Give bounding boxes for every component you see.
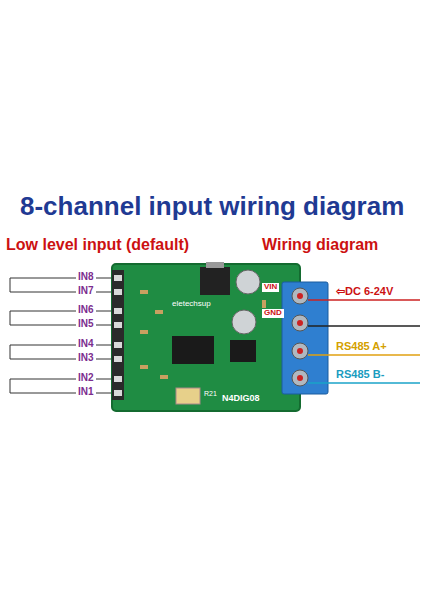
signal-name: RS485 A+ [334,340,389,352]
signal-name: RS485 B- [334,368,386,380]
terminal-screws [292,288,308,386]
capacitor [232,310,256,334]
signal-name: IN5 [76,318,96,329]
power-label: ⇦DC 6-24V [334,285,395,297]
subtitle: Wiring diagram [262,236,378,254]
signal-name: IN7 [76,285,96,296]
ic-chip [172,336,214,364]
silkscreen-text: N4DIG08 [222,394,260,404]
signal-name: IN4 [76,338,96,349]
smd-parts [140,290,266,379]
signal-name: IN3 [76,352,96,363]
silkscreen-text: R21 [204,390,217,398]
signal-name: IN6 [76,304,96,315]
terminal-wires [308,300,420,383]
title: 8-channel input wiring diagram [20,192,404,221]
ic-chip [230,340,256,362]
led-block [176,388,200,404]
capacitor [236,270,260,294]
terminal-block [282,282,328,394]
signal-name: IN8 [76,271,96,282]
pin-header [112,270,124,400]
signal-name: IN2 [76,372,96,383]
signal-name: IN1 [76,386,96,397]
pcb [112,264,300,411]
regulator-tab [206,262,224,268]
silkscreen-text: eletechsup [172,300,211,309]
subtitle: Low level input (default) [6,236,189,254]
pin-name: GND [262,309,284,318]
regulator [200,267,230,295]
input-wires [10,278,118,393]
pin-name: VIN [262,283,279,292]
